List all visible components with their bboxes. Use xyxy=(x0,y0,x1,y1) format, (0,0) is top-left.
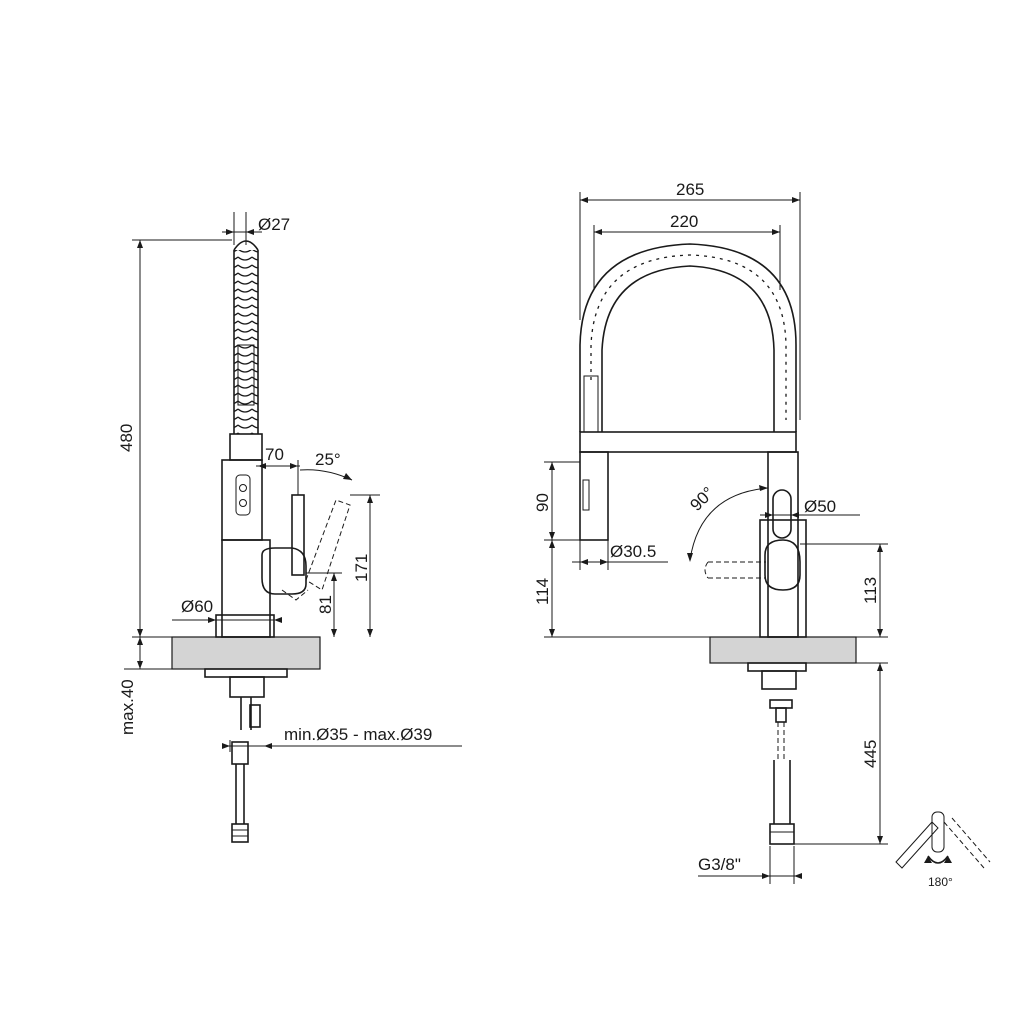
dim-spout-height: 114 xyxy=(533,578,552,605)
front-dimensions: 265 220 90 114 xyxy=(533,180,888,884)
side-spray-head xyxy=(221,433,263,541)
rotation-label: 180° xyxy=(928,875,953,889)
dim-overall-width: 265 xyxy=(676,180,704,199)
dim-lever-base-height: 81 xyxy=(316,595,335,614)
dim-hole-diameter: min.Ø35 - max.Ø39 xyxy=(284,725,432,744)
dim-body-diameter-front: Ø50 xyxy=(804,497,836,516)
dim-head-height: 90 xyxy=(533,493,552,512)
side-spring-hose xyxy=(233,240,259,434)
front-underside xyxy=(747,662,807,845)
dim-hose-diameter: Ø27 xyxy=(258,215,290,234)
dim-lever-reach: 70 xyxy=(265,445,284,464)
side-dimensions: Ø27 480 70 25° 171 xyxy=(117,212,462,752)
dim-lever-angle: 25° xyxy=(315,450,341,469)
side-countertop xyxy=(171,636,321,670)
dim-coil-width: 220 xyxy=(670,212,698,231)
dim-max-thickness: max.40 xyxy=(118,679,137,735)
dim-body-height: 113 xyxy=(861,577,880,604)
dim-hose-length: 445 xyxy=(861,740,880,768)
dim-connection: G3/8" xyxy=(698,855,741,874)
dim-lever-height: 171 xyxy=(352,554,371,582)
front-body xyxy=(579,431,807,638)
front-spring-arch xyxy=(579,243,797,433)
dim-total-height: 480 xyxy=(117,424,136,452)
side-view: Ø27 480 70 25° 171 xyxy=(117,212,462,843)
dim-head-diameter: Ø30.5 xyxy=(610,542,656,561)
side-underside xyxy=(204,668,288,843)
side-body xyxy=(215,494,351,638)
dim-body-diameter: Ø60 xyxy=(181,597,213,616)
front-countertop xyxy=(709,636,857,664)
rotation-icon: 180° xyxy=(895,811,991,889)
front-view: 265 220 90 114 xyxy=(533,180,888,884)
